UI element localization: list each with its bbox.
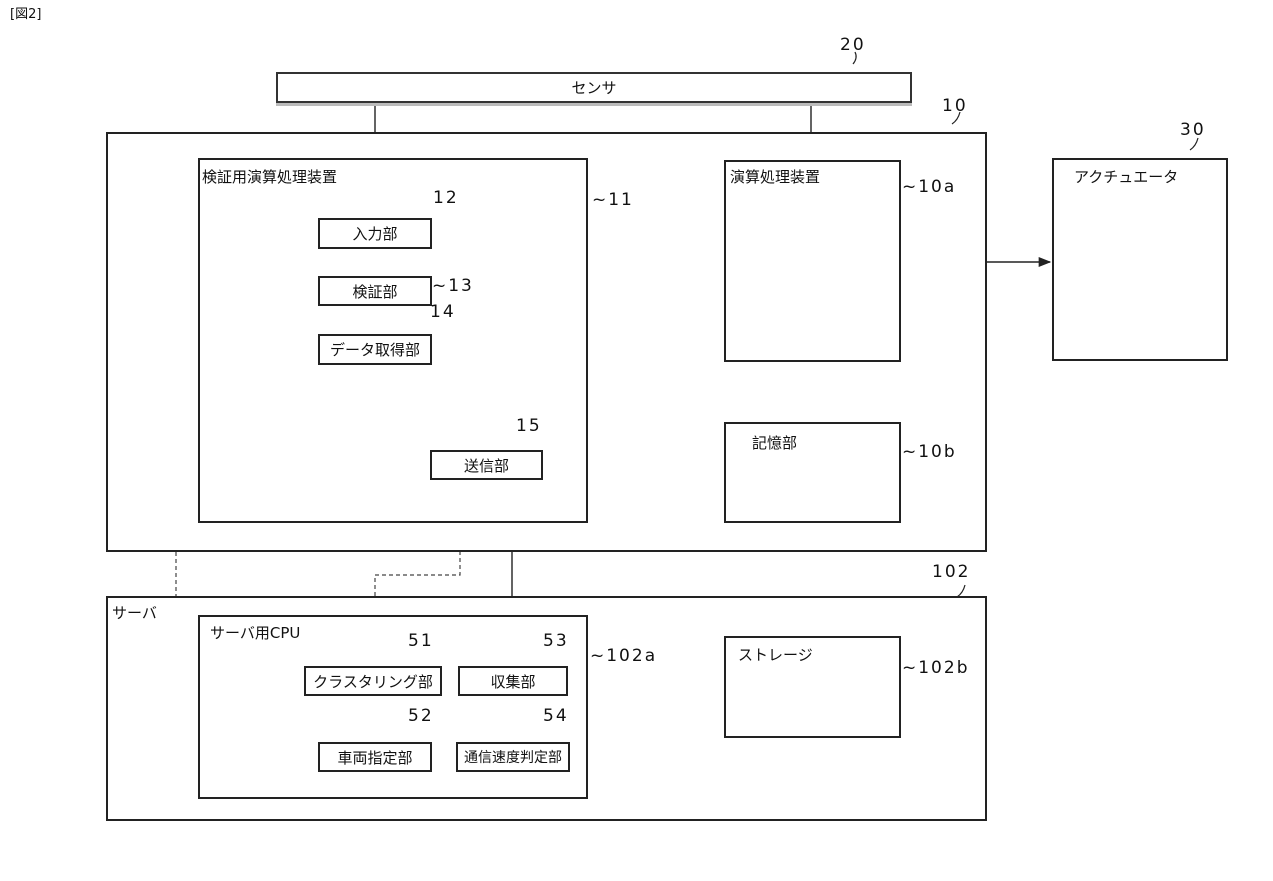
memory-box bbox=[724, 422, 901, 523]
verification-unit-label: 検証用演算処理装置 bbox=[202, 166, 337, 187]
memory-label: 記憶部 bbox=[752, 432, 797, 453]
actuator-box bbox=[1052, 158, 1228, 361]
vehicle-select-unit-ref: 52 bbox=[408, 706, 434, 726]
storage-ref: ~102b bbox=[902, 658, 969, 678]
memory-ref: ~10b bbox=[902, 442, 957, 462]
transmit-unit-label: 送信部 bbox=[464, 455, 509, 476]
input-unit-box: 入力部 bbox=[318, 218, 432, 249]
vehicle-select-unit-label: 車両指定部 bbox=[337, 747, 412, 768]
actuator-label: アクチュエータ bbox=[1074, 166, 1178, 187]
speed-judge-unit-ref: 54 bbox=[543, 706, 569, 726]
processor-label: 演算処理装置 bbox=[730, 166, 820, 187]
verify-unit-box: 検証部 bbox=[318, 276, 432, 306]
collect-unit-label: 収集部 bbox=[490, 671, 535, 692]
sensor-ref: 20 bbox=[840, 35, 866, 55]
data-acquisition-unit-box: データ取得部 bbox=[318, 334, 432, 365]
vehicle-select-unit-box: 車両指定部 bbox=[318, 742, 432, 772]
server-label: サーバ bbox=[112, 602, 157, 623]
server-cpu-ref: ~102a bbox=[590, 646, 657, 666]
input-unit-label: 入力部 bbox=[352, 223, 397, 244]
verify-unit-ref: ~13 bbox=[432, 276, 474, 296]
clustering-unit-label: クラスタリング部 bbox=[313, 671, 433, 692]
processor-box bbox=[724, 160, 901, 362]
verify-unit-label: 検証部 bbox=[352, 281, 397, 302]
speed-judge-unit-label: 通信速度判定部 bbox=[464, 747, 562, 767]
processor-ref: ~10a bbox=[902, 177, 956, 197]
storage-label: ストレージ bbox=[738, 644, 813, 665]
figure-label: [図2] bbox=[10, 3, 41, 22]
speed-judge-unit-box: 通信速度判定部 bbox=[456, 742, 570, 772]
server-cpu-label: サーバ用CPU bbox=[210, 622, 300, 643]
clustering-unit-ref: 51 bbox=[408, 631, 434, 651]
sensor-box: センサ bbox=[276, 72, 912, 103]
vehicle-ref: 10 bbox=[942, 96, 968, 116]
sensor-label: センサ bbox=[571, 77, 616, 98]
clustering-unit-box: クラスタリング部 bbox=[304, 666, 442, 696]
verification-unit-ref: ~11 bbox=[592, 190, 634, 210]
actuator-ref: 30 bbox=[1180, 120, 1206, 140]
data-acquisition-unit-ref: 14 bbox=[430, 302, 456, 322]
collect-unit-box: 収集部 bbox=[458, 666, 568, 696]
transmit-unit-ref: 15 bbox=[516, 416, 542, 436]
transmit-unit-box: 送信部 bbox=[430, 450, 543, 480]
server-ref: 102 bbox=[932, 562, 970, 582]
collect-unit-ref: 53 bbox=[543, 631, 569, 651]
data-acquisition-unit-label: データ取得部 bbox=[330, 339, 420, 360]
input-unit-ref: 12 bbox=[433, 188, 459, 208]
